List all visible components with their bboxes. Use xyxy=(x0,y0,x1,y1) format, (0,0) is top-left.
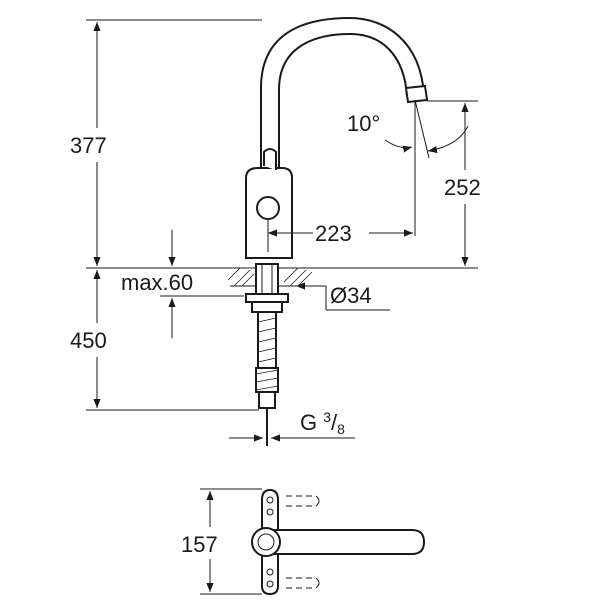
dim-377-label: 377 xyxy=(70,133,107,158)
dim-thread-label: G 3/8 xyxy=(300,409,345,437)
swivel-angle-dimension: 10° xyxy=(347,99,469,159)
handle-knob xyxy=(256,196,280,220)
supply-indicator-top xyxy=(286,495,320,507)
max-60-dimension: max.60 xyxy=(118,230,244,338)
height-252-dimension: 252 xyxy=(427,100,502,266)
spout-gooseneck xyxy=(260,16,425,178)
thread-denominator: 8 xyxy=(337,421,345,437)
supply-hose xyxy=(255,311,279,446)
dim-157-label: 157 xyxy=(181,532,218,557)
dim-252-label: 252 xyxy=(444,175,481,200)
diameter-34-dimension: Ø34 xyxy=(296,282,390,311)
top-view-hub xyxy=(251,527,281,557)
dim-223-label: 223 xyxy=(315,221,352,246)
reach-223-dimension: 223 xyxy=(268,216,413,248)
thread-numerator: 3 xyxy=(323,409,331,425)
mounting-nut xyxy=(245,293,289,303)
dim-angle-label: 10° xyxy=(347,111,380,136)
supply-indicator-bottom xyxy=(286,577,320,589)
deck-section xyxy=(227,263,313,313)
spout-gooseneck-inner xyxy=(278,32,408,180)
dim-450-label: 450 xyxy=(70,328,107,353)
length-450-dimension: 450 xyxy=(68,270,259,411)
mounting-stud xyxy=(255,263,279,295)
thread-slash: / xyxy=(331,410,338,435)
thread-prefix: G xyxy=(300,410,323,435)
aerator xyxy=(404,84,429,104)
dim-diameter-label: Ø34 xyxy=(330,283,372,308)
hose-fitting xyxy=(258,391,276,409)
dim-max60-label: max.60 xyxy=(121,270,193,295)
top-view: 157 xyxy=(180,488,426,596)
handle-lever xyxy=(263,148,277,170)
thread-dimension: G 3/8 xyxy=(229,409,355,442)
top-view-spout xyxy=(270,529,426,555)
height-377-dimension: 377 xyxy=(68,19,262,266)
